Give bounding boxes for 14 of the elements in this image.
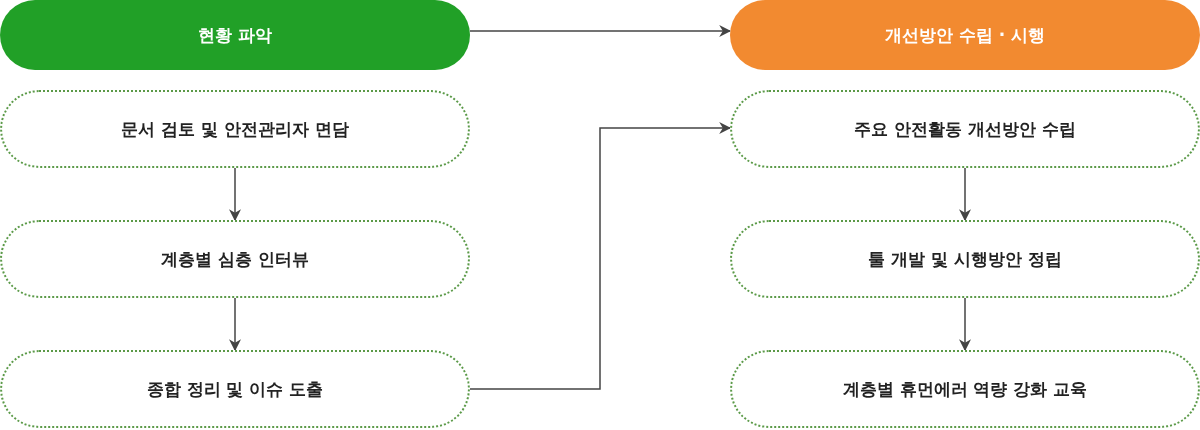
step-box: 계층별 심층 인터뷰 bbox=[0, 220, 470, 298]
arrow bbox=[469, 25, 732, 37]
step-box: 주요 안전활동 개선방안 수립 bbox=[730, 90, 1200, 168]
arrow bbox=[229, 297, 241, 352]
arrow bbox=[469, 122, 732, 390]
arrow bbox=[959, 167, 971, 222]
arrow bbox=[959, 297, 971, 352]
arrow bbox=[229, 167, 241, 222]
step-box: 계층별 휴먼에러 역량 강화 교육 bbox=[730, 350, 1200, 428]
phase-header: 현황 파악 bbox=[0, 0, 470, 70]
phase-header: 개선방안 수립 · 시행 bbox=[730, 0, 1200, 70]
step-box: 툴 개발 및 시행방안 정립 bbox=[730, 220, 1200, 298]
step-box: 종합 정리 및 이슈 도출 bbox=[0, 350, 470, 428]
step-box: 문서 검토 및 안전관리자 면담 bbox=[0, 90, 470, 168]
